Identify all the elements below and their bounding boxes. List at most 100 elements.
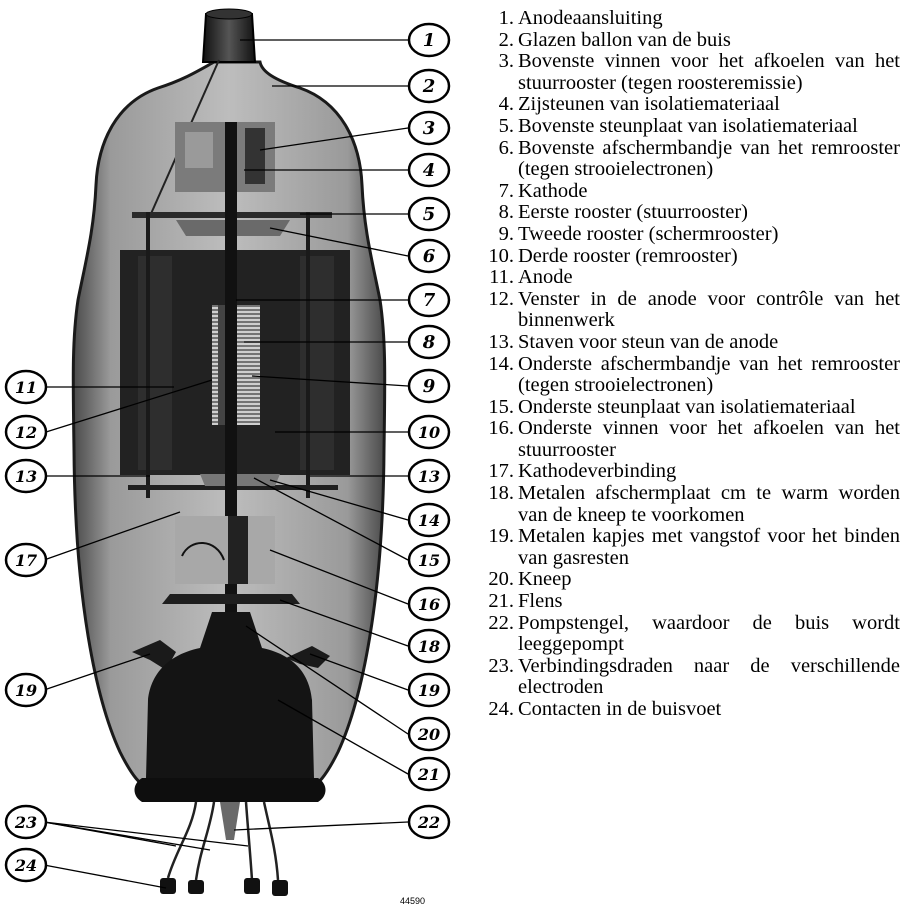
legend-number: 10. [482, 246, 514, 268]
legend-text: Tweede rooster (schermrooster) [518, 224, 900, 246]
legend-number: 6. [482, 138, 514, 160]
callout-label: 10 [418, 423, 440, 442]
callout-label: 18 [418, 637, 440, 656]
callout-label: 19 [418, 681, 440, 700]
callout-label: 11 [15, 378, 37, 397]
anode-cap [203, 14, 255, 62]
callout-15: 15 [409, 544, 449, 576]
callout-10: 10 [409, 416, 449, 448]
callout-17: 17 [6, 544, 46, 576]
legend-text: Onderste steunplaat van isolatiemateriaa… [518, 397, 900, 419]
legend-text: Venster in de anode voor contrôle van he… [518, 289, 900, 332]
callout-label: 13 [418, 467, 440, 486]
lower-fins [175, 516, 275, 584]
callout-12: 12 [6, 416, 46, 448]
legend-item: 12.Venster in de anode voor contrôle van… [482, 289, 900, 332]
callout-1: 1 [409, 24, 449, 56]
legend-text: Bovenste steunplaat van isolatiemateriaa… [518, 116, 900, 138]
legend-item: 17.Kathodeverbinding [482, 461, 900, 483]
legend-item: 23.Verbindingsdraden naar de verschillen… [482, 656, 900, 699]
legend-number: 23. [482, 656, 514, 678]
legend-text: Glazen ballon van de buis [518, 30, 900, 52]
legend-item: 10.Derde rooster (remrooster) [482, 246, 900, 268]
callout-label: 23 [14, 813, 37, 832]
legend-text: Kathodeverbinding [518, 461, 900, 483]
legend-item: 4.Zijsteunen van isolatiemateriaal [482, 94, 900, 116]
legend-text: Bovenste afschermbandje van het remroost… [518, 138, 900, 181]
legend-number: 16. [482, 418, 514, 440]
legend-item: 16.Onderste vinnen voor het afkoelen van… [482, 418, 900, 461]
callout-label: 2 [422, 76, 436, 97]
legend-number: 20. [482, 569, 514, 591]
legend-item: 8.Eerste rooster (stuurrooster) [482, 202, 900, 224]
legend-text: Anode [518, 267, 900, 289]
legend-text: Pompstengel, waardoor de buis wordt leeg… [518, 613, 900, 656]
legend-text: Contacten in de buisvoet [518, 699, 900, 721]
legend-item: 3.Bovenste vinnen voor het afkoelen van … [482, 51, 900, 94]
callout-label: 5 [423, 204, 436, 225]
legend-number: 18. [482, 483, 514, 505]
legend-item: 7.Kathode [482, 181, 900, 203]
callout-label: 17 [15, 551, 37, 570]
legend-text: Verbindingsdraden naar de verschillende … [518, 656, 900, 699]
legend-number: 19. [482, 526, 514, 548]
callout-3: 3 [409, 112, 449, 144]
legend-text: Eerste rooster (stuurrooster) [518, 202, 900, 224]
legend-text: Zijsteunen van isolatiemateriaal [518, 94, 900, 116]
legend-item: 22.Pompstengel, waardoor de buis wordt l… [482, 613, 900, 656]
legend-number: 4. [482, 94, 514, 116]
callout-label: 3 [423, 118, 436, 139]
legend-number: 12. [482, 289, 514, 311]
legend-item: 13.Staven voor steun van de anode [482, 332, 900, 354]
callout-label: 14 [418, 511, 440, 530]
callout-2: 2 [409, 70, 449, 102]
callout-13: 13 [409, 460, 449, 492]
callout-label: 16 [418, 595, 440, 614]
callout-label: 6 [423, 246, 436, 267]
legend-text: Onderste vinnen voor het afkoelen van he… [518, 418, 900, 461]
legend-text: Bovenste vinnen voor het afkoelen van he… [518, 51, 900, 94]
callout-19: 19 [409, 674, 449, 706]
legend-number: 1. [482, 8, 514, 30]
legend-item: 19.Metalen kapjes met vangstof voor het … [482, 526, 900, 569]
callout-11: 11 [6, 371, 46, 403]
legend-text: Flens [518, 591, 900, 613]
callout-label: 20 [417, 725, 440, 744]
callout-label: 24 [14, 856, 37, 875]
legend-text: Derde rooster (remrooster) [518, 246, 900, 268]
callout-label: 13 [15, 467, 37, 486]
legend-text: Anodeaansluiting [518, 8, 900, 30]
callout-8: 8 [409, 326, 449, 358]
callout-label: 22 [417, 813, 440, 832]
legend-text: Kathode [518, 181, 900, 203]
callout-20: 20 [409, 718, 449, 750]
callout-label: 1 [423, 30, 436, 51]
callout-9: 9 [409, 370, 449, 402]
legend-number: 11. [482, 267, 514, 289]
legend-item: 20.Kneep [482, 569, 900, 591]
legend-text: Metalen kapjes met vangstof voor het bin… [518, 526, 900, 569]
legend-item: 1.Anodeaansluiting [482, 8, 900, 30]
legend-number: 5. [482, 116, 514, 138]
legend-number: 14. [482, 354, 514, 376]
callout-22: 22 [409, 806, 449, 838]
callout-5: 5 [409, 198, 449, 230]
legend-number: 21. [482, 591, 514, 613]
legend-text: Kneep [518, 569, 900, 591]
figure-code: 44590 [400, 896, 425, 906]
legend-number: 15. [482, 397, 514, 419]
callout-18: 18 [409, 630, 449, 662]
callout-19: 19 [6, 674, 46, 706]
legend-list: 1.Anodeaansluiting2.Glazen ballon van de… [482, 8, 900, 721]
callout-label: 7 [423, 290, 436, 311]
legend-item: 18.Metalen afschermplaat cm te warm word… [482, 483, 900, 526]
legend-number: 17. [482, 461, 514, 483]
legend-number: 7. [482, 181, 514, 203]
base-contacts [160, 878, 288, 896]
legend-number: 13. [482, 332, 514, 354]
legend-item: 5.Bovenste steunplaat van isolatiemateri… [482, 116, 900, 138]
callout-label: 15 [418, 551, 440, 570]
callout-label: 21 [417, 765, 440, 784]
callout-label: 8 [422, 332, 436, 353]
callout-label: 19 [15, 681, 37, 700]
